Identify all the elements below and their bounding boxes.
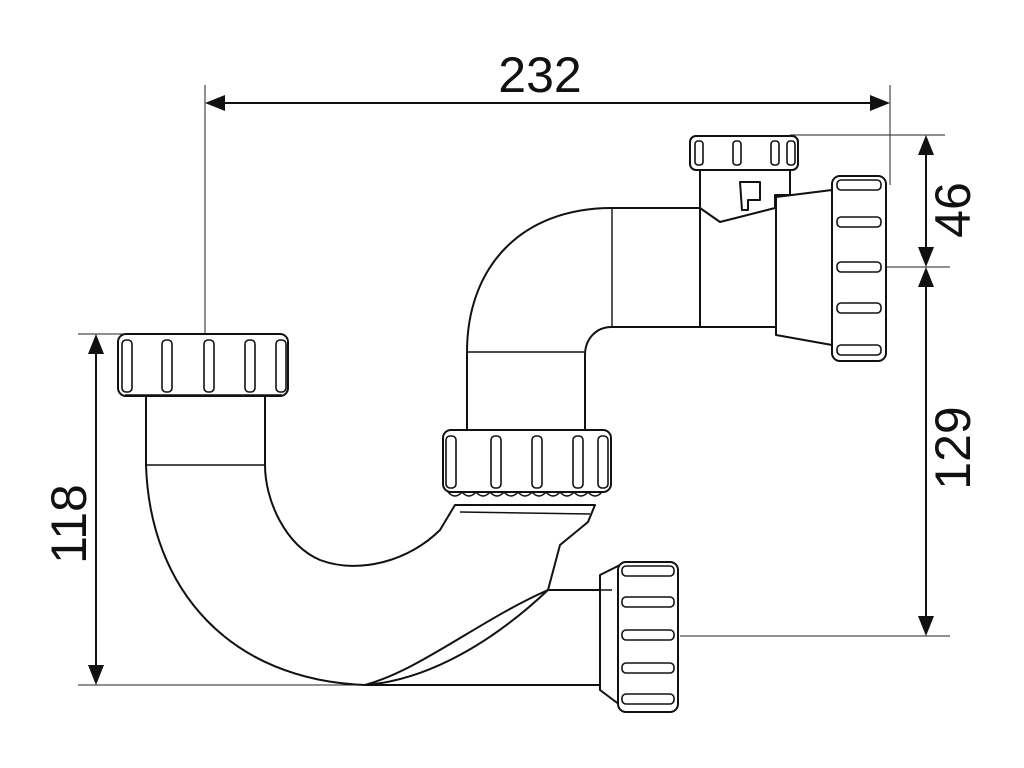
middle-nut xyxy=(442,429,612,497)
dimension-side-height-label: 129 xyxy=(925,406,981,489)
dimension-inlet-height-label: 118 xyxy=(41,484,97,564)
dimension-inlet-height: 118 xyxy=(41,334,104,685)
dimension-side-height: 129 xyxy=(918,267,981,636)
upper-outlet-tube xyxy=(699,207,781,328)
trap-body xyxy=(145,167,833,706)
dimension-top-offset-label: 46 xyxy=(925,182,981,238)
lower-outlet-nut xyxy=(617,561,679,713)
overflow-nut xyxy=(689,135,799,171)
overflow-tab xyxy=(739,181,761,211)
inlet-nut xyxy=(117,333,289,397)
dimension-width-label: 232 xyxy=(498,47,581,103)
left-inlet-bend xyxy=(145,394,596,686)
outlet-tube xyxy=(364,589,613,686)
upper-bend xyxy=(466,207,701,433)
dimension-width: 232 xyxy=(205,47,890,111)
upper-outlet-collar xyxy=(775,189,833,346)
dimension-top-offset: 46 xyxy=(918,135,981,267)
upper-outlet-nut xyxy=(831,175,887,362)
